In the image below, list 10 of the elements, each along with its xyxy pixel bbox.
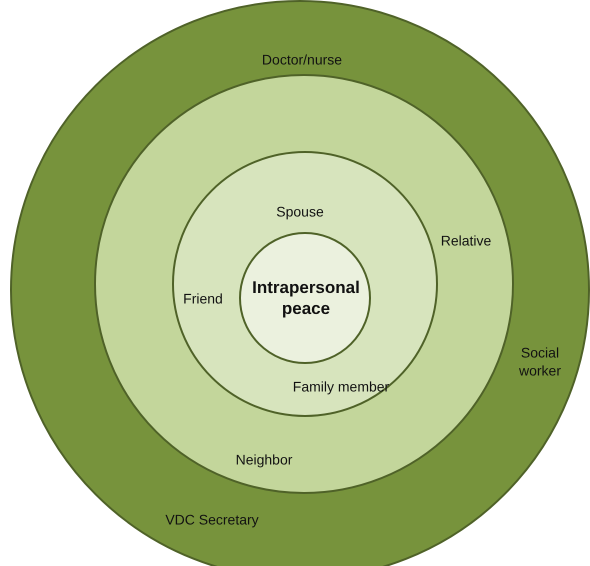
- ring-label: Neighbor: [236, 451, 292, 469]
- ring-label: Friend: [183, 290, 223, 308]
- ring-label: Spouse: [276, 203, 324, 221]
- ring-label: Relative: [440, 232, 492, 250]
- ring-label: Doctor/nurse: [262, 51, 342, 69]
- ring-label: Intrapersonal peace: [251, 276, 361, 320]
- ring-label: Family member: [292, 378, 390, 396]
- outer-ring: [10, 0, 590, 566]
- ring-label: Social worker: [518, 344, 562, 380]
- ring-label: VDC Secretary: [165, 511, 259, 529]
